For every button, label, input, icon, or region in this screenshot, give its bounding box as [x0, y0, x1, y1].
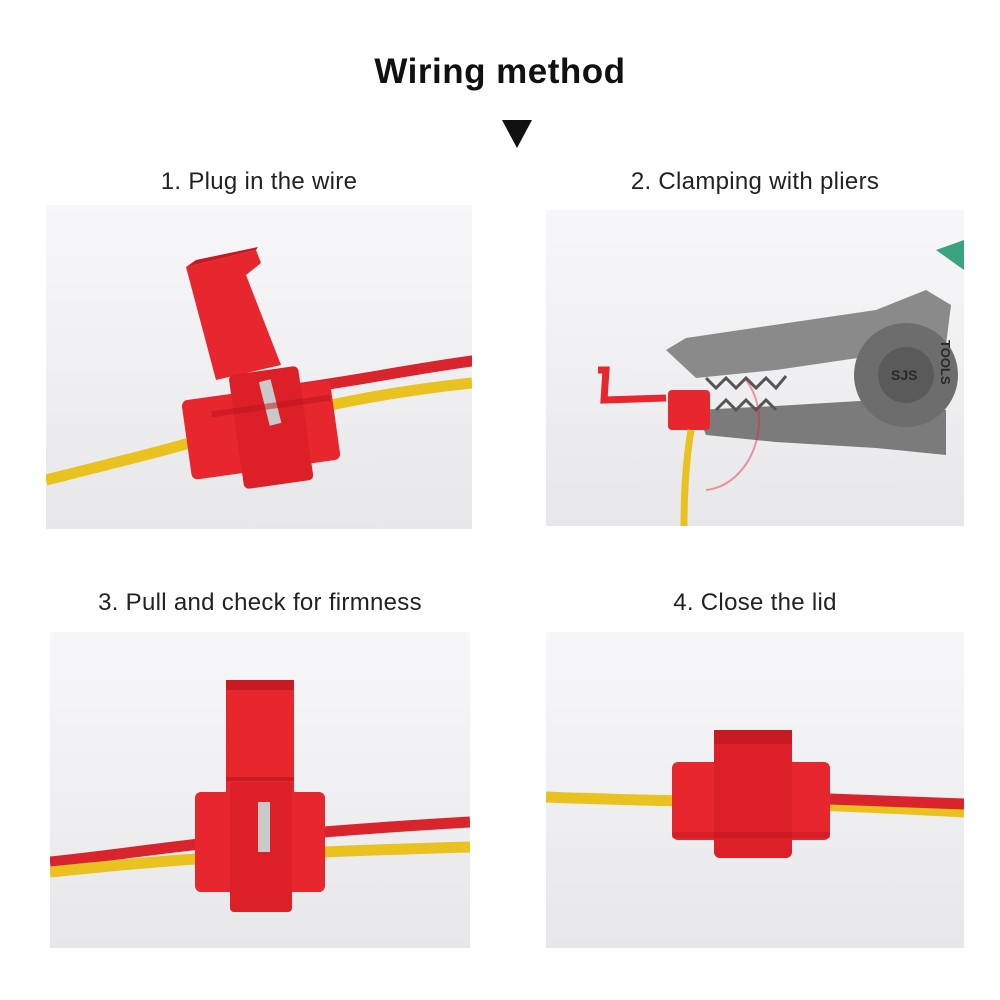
step-1-illustration — [46, 247, 472, 489]
connector — [195, 680, 325, 912]
metal-blade — [258, 802, 270, 852]
step-3-label: 3. Pull and check for firmness — [98, 589, 422, 616]
pliers-handle — [936, 240, 964, 270]
step-2-illustration: SJS TOOLS — [598, 240, 964, 526]
connector-closed — [672, 730, 830, 858]
pliers-upper-jaw — [666, 290, 951, 378]
step-1-label: 1. Plug in the wire — [160, 168, 358, 195]
page-title: Wiring method — [374, 52, 626, 91]
step-3-photo — [50, 632, 470, 948]
pliers-brand: TOOLS — [938, 340, 953, 385]
metal-blade — [258, 379, 282, 426]
connector-lid — [598, 366, 667, 404]
step-3-illustration — [50, 680, 470, 912]
yellow-wire — [680, 429, 695, 526]
step-1-photo — [46, 205, 472, 529]
down-arrow-icon — [502, 120, 532, 148]
step-2-label: 2. Clamping with pliers — [630, 168, 880, 195]
connector — [668, 390, 710, 430]
step-4-label: 4. Close the lid — [673, 589, 837, 616]
step-2-photo: SJS TOOLS — [546, 210, 964, 526]
connector — [181, 247, 341, 489]
step-4-illustration — [546, 730, 964, 858]
pliers-logo: SJS — [891, 367, 917, 383]
step-4-photo — [546, 632, 964, 948]
